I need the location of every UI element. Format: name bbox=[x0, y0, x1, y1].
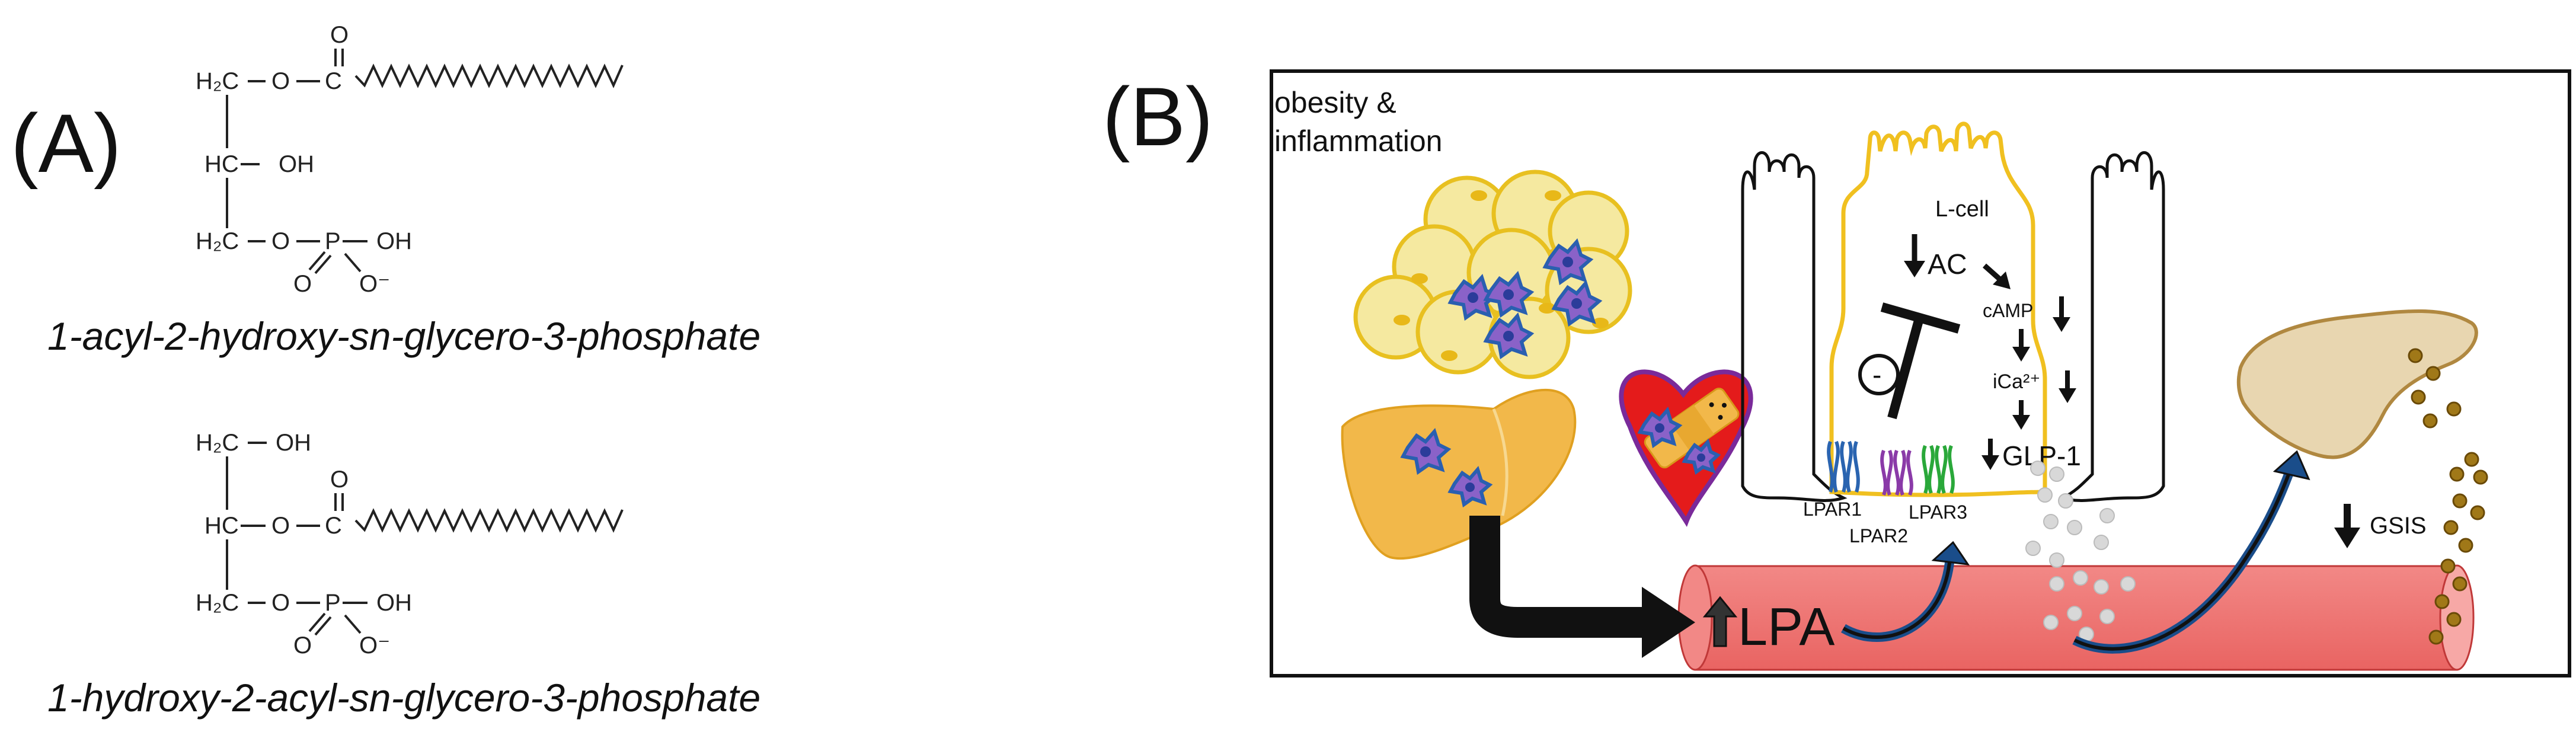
macrophage-cell bbox=[1400, 428, 1452, 475]
l-cell bbox=[1829, 122, 2047, 497]
macrophage-cell bbox=[1542, 238, 1594, 286]
heart bbox=[1619, 369, 1753, 527]
m1-acyl-chain bbox=[354, 63, 624, 88]
ac-down-arrow bbox=[1904, 234, 1925, 277]
macrophage-cell bbox=[1447, 274, 1499, 321]
liver bbox=[1341, 388, 1577, 560]
glp1-down-arrow bbox=[1981, 439, 1999, 470]
camp-label: cAMP bbox=[1983, 300, 2033, 321]
camp-down-arrow bbox=[2053, 296, 2070, 332]
lpa-text: LPA bbox=[1738, 597, 1834, 657]
m2-cc: C bbox=[325, 513, 342, 539]
m2-p: P bbox=[325, 590, 341, 616]
m1-c3: H₂C bbox=[196, 228, 239, 254]
gsis-down-arrow bbox=[2334, 504, 2360, 548]
panel-b-label: (B) bbox=[1102, 70, 1213, 163]
arrow-liver-to-blood bbox=[1469, 516, 1695, 658]
lpar1-label: LPAR1 bbox=[1803, 498, 1862, 520]
gsis-label: GSIS bbox=[2370, 513, 2427, 539]
m1-c2: HC bbox=[204, 151, 239, 177]
molecule-2-structure: H₂C OH HC O C O H₂C O P OH O O⁻ bbox=[196, 430, 624, 659]
arrow-ac-to-camp bbox=[1983, 263, 2011, 289]
m1-po1: O bbox=[293, 271, 312, 297]
adipocyte-cluster bbox=[1353, 170, 1632, 379]
insulin-granules bbox=[2408, 348, 2488, 645]
pancreas bbox=[2236, 309, 2478, 459]
arrow-lpa-to-lpar bbox=[1841, 541, 1970, 642]
arrow-glp1-to-pancreas bbox=[2072, 450, 2310, 654]
macrophage-cell bbox=[1483, 312, 1535, 360]
molecule-1-structure: H₂C O C O HC OH H₂C O P OH O O⁻ bbox=[196, 22, 624, 297]
macrophage-cell bbox=[1483, 271, 1535, 318]
m1-poh: OH bbox=[376, 228, 412, 254]
epithelial-cell-left bbox=[1741, 151, 1848, 502]
m1-o3: O bbox=[271, 228, 290, 254]
lpar3-receptor bbox=[1922, 445, 1955, 494]
m2-oc: O bbox=[330, 466, 349, 493]
inhibition-symbol bbox=[1880, 302, 1961, 420]
panel-b: (B) obesity & inflammation bbox=[1102, 69, 2571, 678]
panel-a-label: (A) bbox=[11, 97, 122, 190]
m2-c3: H₂C bbox=[196, 590, 239, 616]
lpar2-label: LPAR2 bbox=[1849, 525, 1908, 547]
m2-po2: O⁻ bbox=[359, 632, 390, 659]
minus-sign: - bbox=[1872, 359, 1881, 390]
arrow-ica-to-glp1 bbox=[2012, 400, 2030, 430]
lpa-label: LPA bbox=[1702, 596, 1834, 657]
minus-circle: - bbox=[1858, 354, 1900, 395]
glp1-granules bbox=[2025, 461, 2136, 642]
molecule-2-caption: 1-hydroxy-2-acyl-sn-glycero-3-phosphate bbox=[47, 676, 760, 720]
m1-oc: O bbox=[330, 22, 349, 48]
m2-o3: O bbox=[271, 590, 290, 616]
lpar3-label: LPAR3 bbox=[1909, 501, 1967, 523]
macrophages bbox=[1447, 238, 1603, 360]
l-cell-label: L-cell bbox=[1935, 197, 1989, 222]
macrophage-cell bbox=[1447, 465, 1493, 508]
m1-p: P bbox=[325, 228, 341, 254]
m2-o2: O bbox=[271, 513, 290, 539]
molecule-1-caption: 1-acyl-2-hydroxy-sn-glycero-3-phosphate bbox=[47, 314, 760, 358]
m1-po2: O⁻ bbox=[359, 271, 390, 297]
m2-oh: OH bbox=[276, 430, 311, 456]
lpar2-receptor bbox=[1880, 449, 1913, 496]
obesity-label-line2: inflammation bbox=[1274, 124, 1442, 158]
m1-oh: OH bbox=[279, 151, 314, 177]
m2-c1: H₂C bbox=[196, 430, 239, 456]
macrophage-cell bbox=[1551, 280, 1603, 327]
m2-po1: O bbox=[293, 632, 312, 659]
ica-label: iCa²⁺ bbox=[1993, 370, 2040, 393]
m1-c1: H₂C bbox=[196, 68, 239, 94]
m2-c2: HC bbox=[204, 513, 239, 539]
lpar1-receptor bbox=[1827, 440, 1860, 493]
panel-a: (A) H₂C O C O HC OH H₂C O P OH O bbox=[11, 22, 760, 720]
macrophage-cell bbox=[1682, 438, 1721, 475]
arrow-camp-to-ica bbox=[2012, 329, 2030, 362]
m2-poh: OH bbox=[376, 590, 412, 616]
obesity-label-line1: obesity & bbox=[1274, 86, 1396, 119]
bandage bbox=[1644, 388, 1740, 469]
ica-down-arrow bbox=[2059, 370, 2076, 403]
macrophage-cell bbox=[1637, 406, 1683, 449]
m1-o1: O bbox=[271, 68, 290, 94]
m2-acyl-chain bbox=[354, 508, 624, 533]
epithelial-cell-right bbox=[2059, 151, 2165, 502]
ac-label: AC bbox=[1928, 249, 1967, 280]
m1-cc: C bbox=[325, 68, 342, 94]
